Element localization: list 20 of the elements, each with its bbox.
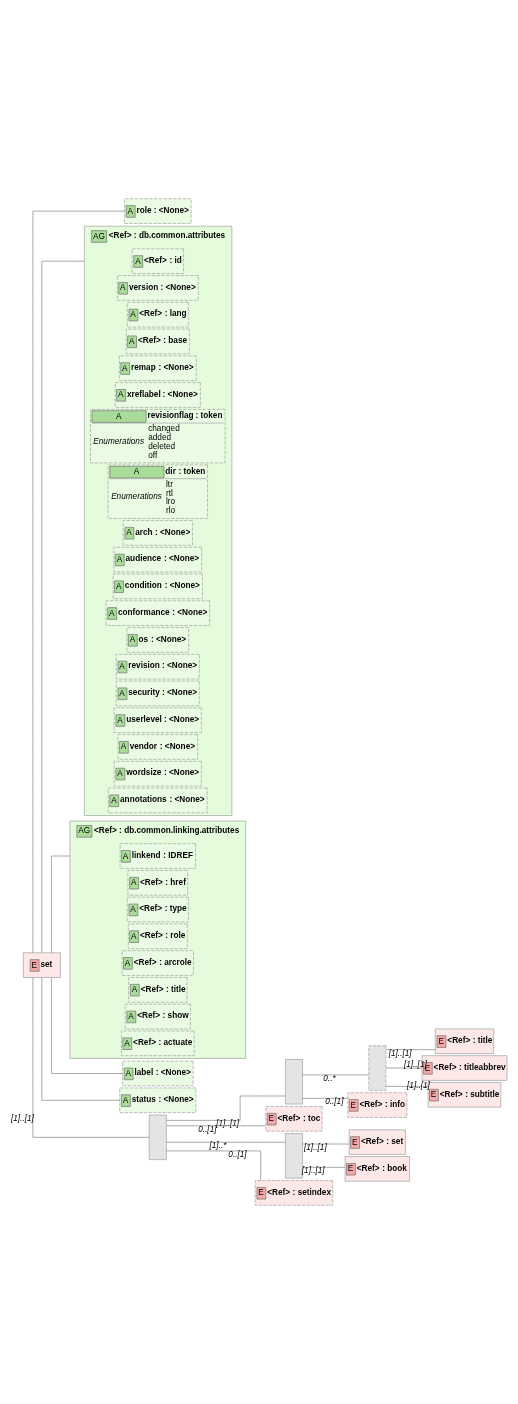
connector bbox=[385, 1086, 429, 1087]
connector bbox=[302, 1167, 346, 1168]
connector bbox=[166, 1150, 262, 1181]
node-box bbox=[368, 1045, 387, 1091]
connector bbox=[32, 977, 150, 1138]
connector bbox=[385, 1067, 423, 1069]
connector bbox=[41, 977, 120, 1101]
connector bbox=[302, 1074, 369, 1076]
connector bbox=[385, 1049, 436, 1051]
node-box bbox=[285, 1059, 303, 1105]
connector bbox=[166, 1095, 286, 1121]
connector bbox=[51, 977, 123, 1074]
connector bbox=[302, 1098, 349, 1099]
connector bbox=[41, 260, 85, 953]
node-box bbox=[285, 1133, 303, 1179]
connector bbox=[302, 1143, 350, 1145]
connector bbox=[166, 1125, 266, 1127]
node-box bbox=[148, 1114, 167, 1160]
connector bbox=[51, 855, 71, 953]
connector bbox=[166, 1141, 286, 1143]
